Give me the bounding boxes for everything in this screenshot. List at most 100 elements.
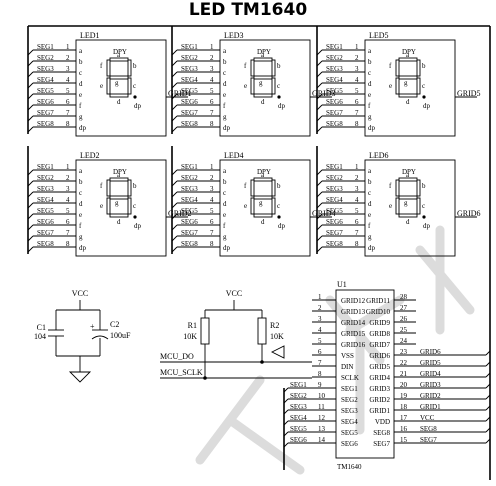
seg-mark-e: e: [100, 82, 103, 90]
seg-net-label: SEG8: [37, 240, 54, 248]
seg-net-label: SEG1: [326, 43, 343, 51]
bus-entry: [316, 191, 323, 198]
dpy-label: DPY: [113, 48, 127, 56]
seg-net-label: SEG8: [181, 120, 198, 128]
seg-pin-number: 4: [66, 76, 70, 84]
seg-pin-number: 8: [66, 120, 70, 128]
seg-pin-number: 1: [210, 43, 214, 51]
segment-c: [416, 77, 421, 95]
ic-right-pin-number: 28: [400, 293, 408, 301]
seg-net-label: SEG3: [181, 65, 198, 73]
seg-pin-number: 7: [210, 109, 214, 117]
seg-net-label: SEG7: [37, 109, 54, 117]
seg-net-label: SEG5: [326, 207, 343, 215]
ic-right-bus-entry: [485, 438, 491, 444]
ic-seg-net-label: SEG6: [290, 436, 307, 444]
bus-entry: [171, 202, 178, 209]
seg-pin-number: 3: [210, 185, 214, 193]
seg-net-label: SEG6: [181, 98, 198, 106]
seg-pin-number: 6: [66, 98, 70, 106]
led-name: LED3: [224, 31, 244, 40]
dpy-label: DPY: [257, 48, 271, 56]
grid-net-label: GRID5: [457, 89, 481, 98]
bus-entry: [316, 169, 323, 176]
ic-left-pin-number: 12: [318, 414, 326, 422]
ic-right-net-label: GRID4: [420, 370, 441, 378]
ic-right-pin-number: 27: [400, 304, 408, 312]
ic-right-pin-name: GRID6: [369, 352, 390, 360]
seg-pin-number: 2: [210, 174, 214, 182]
c2-polarity: +: [90, 322, 95, 331]
seg-letter: a: [223, 167, 227, 175]
seg-pin-number: 4: [66, 196, 70, 204]
ic-left-pin-name: DIN: [341, 363, 353, 371]
seg-letter: d: [368, 200, 372, 208]
seg-mark-d: d: [117, 98, 121, 106]
segment-a: [109, 57, 129, 62]
seg-net-label: SEG4: [37, 76, 54, 84]
seg-letter: d: [368, 80, 372, 88]
ic-right-bus-entry: [485, 372, 491, 378]
mcu-do-label: MCU_DO: [160, 352, 194, 361]
ic-right-pin-name: VDD: [375, 418, 390, 426]
seg-mark-dp: dp: [423, 222, 431, 230]
seg-letter: c: [368, 69, 371, 77]
seg-letter: b: [223, 178, 227, 186]
seg-net-label: SEG6: [326, 98, 343, 106]
seg-net-label: SEG1: [37, 163, 54, 171]
led-name: LED4: [224, 151, 244, 160]
bus-entry: [171, 71, 178, 78]
seg-letter: g: [223, 233, 227, 241]
dpy-label: DPY: [257, 168, 271, 176]
segment-b: [271, 59, 276, 77]
segment-dp: [133, 215, 137, 219]
segment-f: [250, 59, 255, 77]
seg-mark-c: c: [133, 202, 136, 210]
seg-letter: e: [223, 91, 226, 99]
ic-left-pin-name: GRID15: [341, 330, 366, 338]
seg-net-label: SEG6: [181, 218, 198, 226]
ic-right-net-label: VCC: [420, 414, 435, 422]
seg-letter: g: [79, 113, 83, 121]
seg-mark-dp: dp: [423, 102, 431, 110]
seg-mark-b: b: [422, 62, 426, 70]
bus-entry: [27, 82, 34, 89]
seg-pin-number: 4: [210, 76, 214, 84]
seg-letter: dp: [79, 244, 87, 252]
segment-dp: [133, 95, 137, 99]
seg-mark-a: a: [117, 171, 121, 179]
seg-letter: g: [79, 233, 83, 241]
segment-c: [271, 197, 276, 215]
ic-right-bus-entry: [485, 383, 491, 389]
seg-net-label: SEG1: [37, 43, 54, 51]
seg-letter: f: [223, 102, 226, 110]
seg-letter: a: [368, 47, 372, 55]
seg-mark-b: b: [277, 182, 281, 190]
segment-g: [109, 75, 129, 80]
led-body: [75, 159, 167, 257]
segment-f: [395, 59, 400, 77]
seg-mark-e: e: [244, 202, 247, 210]
seg-pin-number: 2: [66, 54, 70, 62]
seg-mark-d: d: [117, 218, 121, 226]
bus-entry: [27, 246, 34, 253]
diagram-title: LED TM1640: [188, 0, 308, 20]
seg-net-label: SEG8: [326, 120, 343, 128]
seg-net-label: SEG1: [181, 43, 198, 51]
seg-letter: dp: [79, 124, 87, 132]
ic-part: TM1640: [337, 463, 362, 471]
ic-right-pin-name: GRID7: [369, 341, 390, 349]
seg-mark-d: d: [406, 218, 410, 226]
segment-a: [398, 177, 418, 182]
ic-left-pin-number: 5: [318, 337, 322, 345]
seg-letter: d: [79, 80, 83, 88]
ic-left-pin-number: 1: [318, 293, 322, 301]
seg-mark-a: a: [117, 51, 121, 59]
ic-body: [335, 289, 395, 459]
seg-net-label: SEG3: [37, 185, 54, 193]
r1-value: 10K: [183, 332, 197, 341]
